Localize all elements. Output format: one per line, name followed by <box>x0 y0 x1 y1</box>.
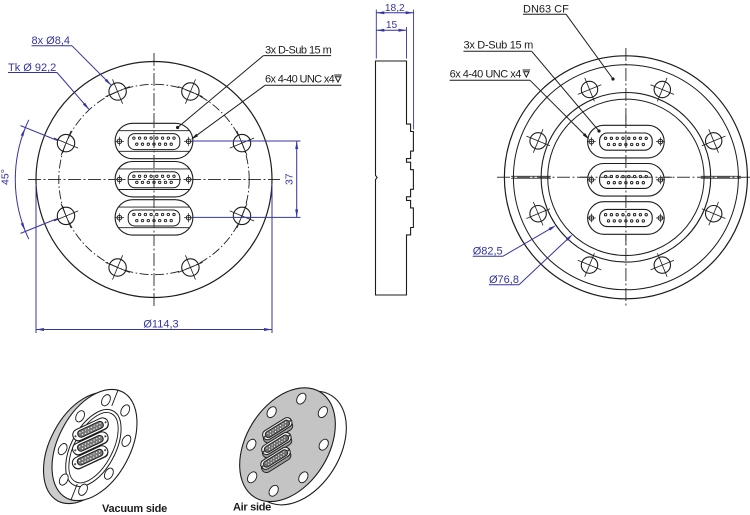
svg-text:DN63 CF: DN63 CF <box>523 4 569 16</box>
svg-text:6x 4-40 UNC x4: 6x 4-40 UNC x4 <box>265 74 335 86</box>
svg-text:37: 37 <box>284 173 296 185</box>
svg-text:Ø114,3: Ø114,3 <box>143 319 178 331</box>
svg-text:6x 4-40 UNC x4: 6x 4-40 UNC x4 <box>450 69 522 81</box>
svg-text:Vacuum side: Vacuum side <box>102 503 167 515</box>
svg-text:3x D-Sub 15 m: 3x D-Sub 15 m <box>265 45 332 57</box>
svg-text:Ø82,5: Ø82,5 <box>473 246 503 258</box>
svg-text:45°: 45° <box>0 169 12 185</box>
svg-text:Ø76,8: Ø76,8 <box>489 274 519 286</box>
svg-text:3x D-Sub 15 m: 3x D-Sub 15 m <box>464 40 534 52</box>
svg-text:Air side: Air side <box>233 502 271 514</box>
svg-text:8x Ø8,4: 8x Ø8,4 <box>32 35 71 47</box>
svg-text:Tk Ø 92,2: Tk Ø 92,2 <box>8 62 56 74</box>
svg-text:15: 15 <box>386 20 398 31</box>
svg-text:18,2: 18,2 <box>385 3 405 14</box>
